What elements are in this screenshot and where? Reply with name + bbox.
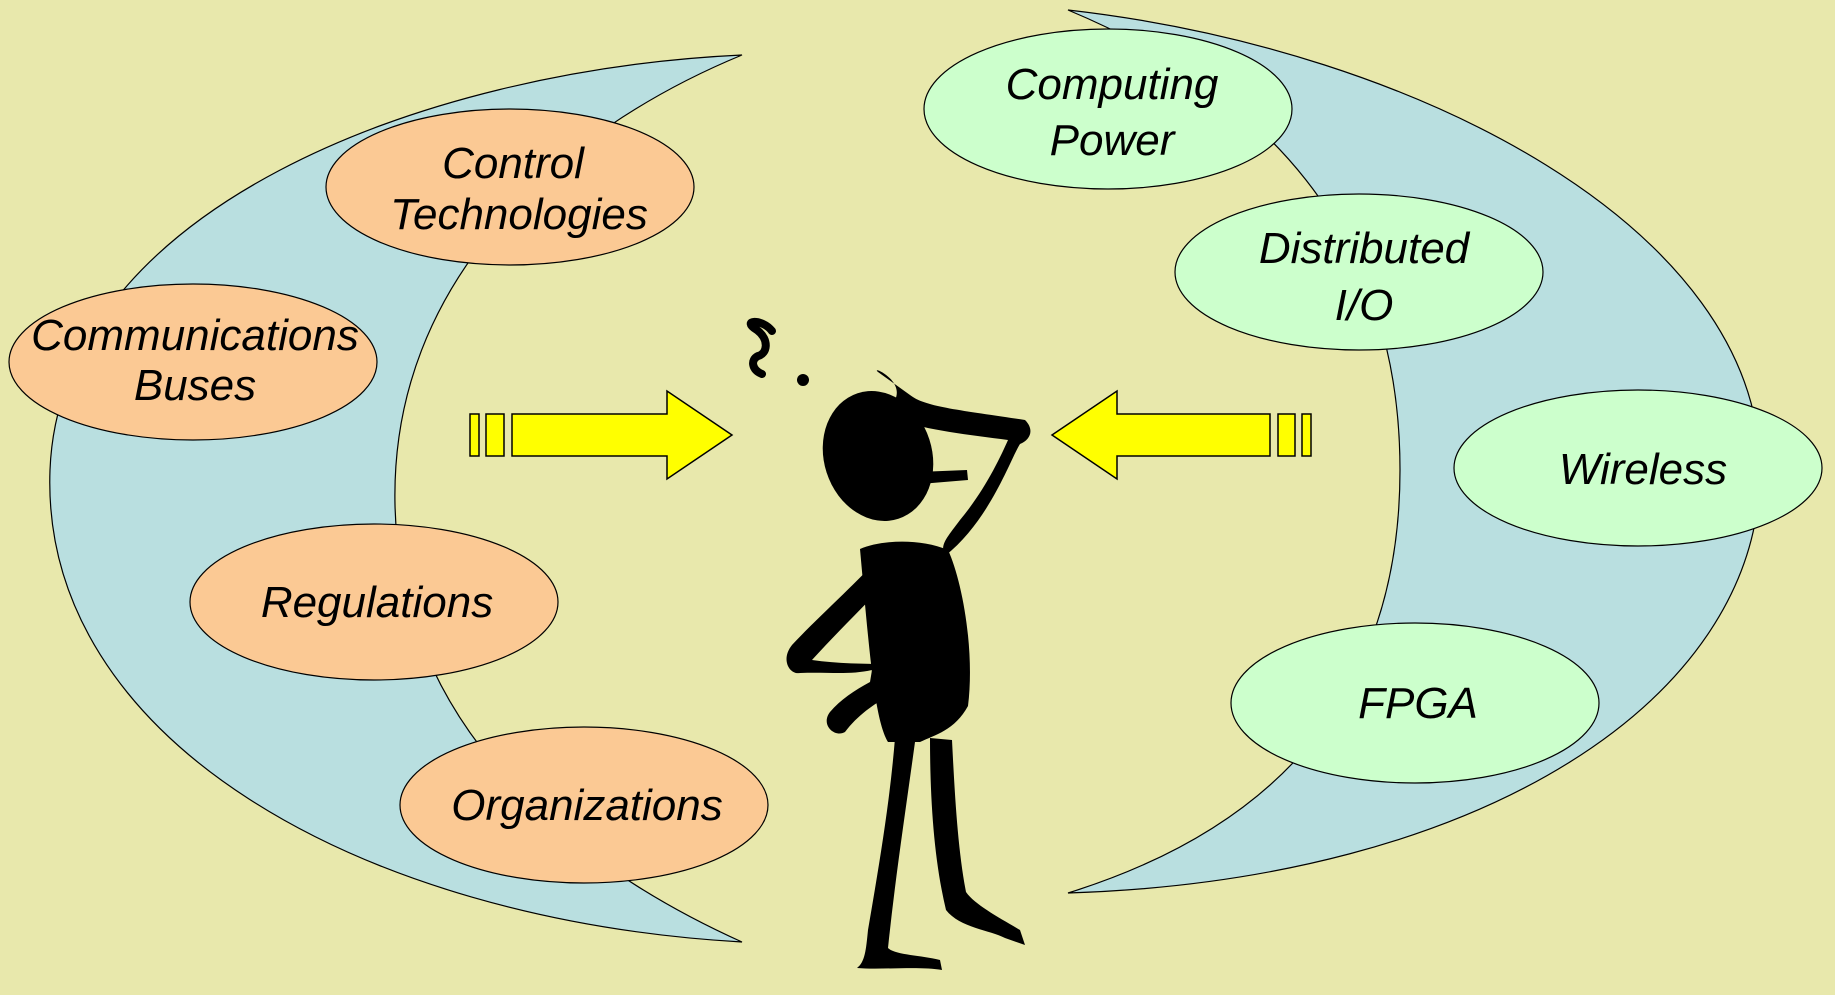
right-item-fpga: FPGA	[1230, 622, 1600, 784]
left-pointing-block-arrow-icon	[1050, 389, 1312, 481]
right-item-label-line2: Power	[1050, 116, 1177, 165]
right-item-computing-power: Computing Power	[923, 28, 1293, 190]
right-item-label: FPGA	[1358, 679, 1478, 728]
question-mark-icon	[746, 317, 809, 386]
left-crescent	[49, 54, 743, 943]
thinking-person-icon	[786, 370, 1031, 970]
left-item-label: Regulations	[261, 578, 493, 627]
left-item-communications-buses: Communications Buses	[8, 283, 378, 441]
left-item-label: Organizations	[451, 781, 722, 830]
left-item-regulations: Regulations	[189, 523, 559, 681]
right-item-label: Wireless	[1559, 445, 1727, 494]
right-item-label-line1: Distributed	[1259, 224, 1471, 273]
right-item-label-line2: I/O	[1335, 281, 1394, 330]
right-item-wireless: Wireless	[1453, 389, 1823, 547]
right-item-label-line1: Computing	[1006, 60, 1219, 109]
left-item-label-line2: Buses	[134, 361, 256, 410]
right-pointing-block-arrow-icon	[469, 389, 734, 481]
left-item-label-line1: Communications	[31, 311, 359, 360]
left-item-label-line2: Technologies	[390, 190, 648, 239]
right-item-distributed-io: Distributed I/O	[1174, 193, 1544, 351]
left-item-label-line1: Control	[442, 139, 585, 188]
left-item-control-technologies: Control Technologies	[325, 108, 695, 266]
left-item-organizations: Organizations	[399, 726, 769, 884]
